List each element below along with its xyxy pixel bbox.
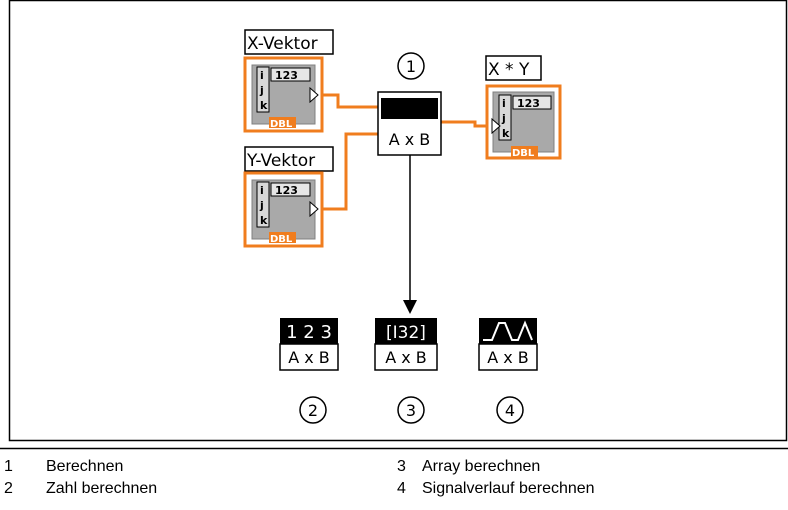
variant-array-header [375,318,437,344]
legend: 1 Berechnen 2 Zahl berechnen 3 Array ber… [4,458,595,497]
x-vector-index-col [256,66,270,113]
y-vector-index-col [256,181,270,228]
y-vector-label: Y-Vektor [246,151,315,171]
variant-number-header [280,318,338,344]
x-vector-dim-k: k [260,99,268,112]
x-vector-type-code: 123 [275,69,298,82]
y-vector-terminal[interactable]: Y-Vektor i j k 123 DBL [243,146,334,248]
variant-number[interactable]: 1 2 3 A x B 2 [279,318,339,424]
x-vector-label: X-Vektor [247,34,318,54]
x-vector-terminal[interactable]: X-Vektor i j k 123 DBL [243,29,334,133]
variant-array-callout: 3 [406,401,416,420]
y-vector-dim-j: j [259,199,264,212]
x-vector-label-box [244,29,334,55]
wire-y-to-node [318,132,378,211]
result-index-col [498,94,512,141]
legend-num-1: 1 [4,458,13,475]
main-node-header [381,98,438,119]
x-vector-dim-i: i [260,69,264,82]
x-vector-dtype-bg [269,117,296,128]
variant-waveform-callout: 4 [505,401,515,420]
result-input-arrow [491,117,501,135]
wire-node-to-result [441,120,490,128]
main-node[interactable]: 1 A x B [377,52,442,156]
result-dim-k: k [502,127,510,140]
wire-x-to-node [318,93,378,109]
variant-number-callout-circle [299,396,327,424]
variant-array-box [374,343,438,371]
legend-num-2: 2 [4,480,13,497]
variant-number-label: A x B [288,348,330,367]
result-value-box [512,95,552,110]
result-dtype-bg [511,146,538,157]
variant-array-header-text: [I32] [386,323,426,343]
x-vector-output-arrow [309,86,319,104]
variant-number-callout: 2 [308,401,318,420]
waveform-icon [483,320,533,341]
y-vector-label-box [244,146,334,172]
legend-text-3: Array berechnen [422,458,540,475]
result-dtype: DBL [512,148,535,159]
variant-array-callout-circle [397,396,425,424]
variant-waveform[interactable]: A x B 4 [478,318,538,424]
x-vector-dim-j: j [259,84,264,97]
main-node-callout-circle [397,52,425,80]
main-node-label: A x B [389,130,431,149]
y-vector-dim-k: k [260,214,268,227]
variant-array[interactable]: [I32] A x B 3 [374,318,438,424]
variant-waveform-label: A x B [487,348,529,367]
x-vector-value-box [270,67,311,82]
y-vector-dim-i: i [260,184,264,197]
variant-waveform-callout-circle [496,396,524,424]
result-terminal[interactable]: X * Y i j k 123 DBL [485,55,562,160]
x-vector-dtype: DBL [270,119,293,130]
variant-waveform-box [478,343,538,371]
result-dim-i: i [502,97,506,110]
result-label-box [485,55,542,81]
result-label: X * Y [488,60,530,80]
y-vector-value-box [270,182,311,197]
variant-array-label: A x B [385,348,427,367]
legend-text-2: Zahl berechnen [46,480,157,497]
wires [318,93,490,211]
result-dim-j: j [501,112,506,125]
y-vector-type-code: 123 [275,184,298,197]
result-type-code: 123 [517,97,540,110]
legend-num-4: 4 [397,480,406,497]
y-vector-dtype-bg [269,232,296,243]
y-vector-output-arrow [309,200,319,218]
legend-text-1: Berechnen [46,458,123,475]
legend-text-4: Signalverlauf berechnen [422,480,595,497]
variant-number-box [279,343,339,371]
variant-number-header-text: 1 2 3 [286,322,332,343]
selector-arrowhead [403,300,417,314]
y-vector-dtype: DBL [270,234,293,245]
main-node-callout: 1 [406,57,416,76]
legend-num-3: 3 [397,458,406,475]
